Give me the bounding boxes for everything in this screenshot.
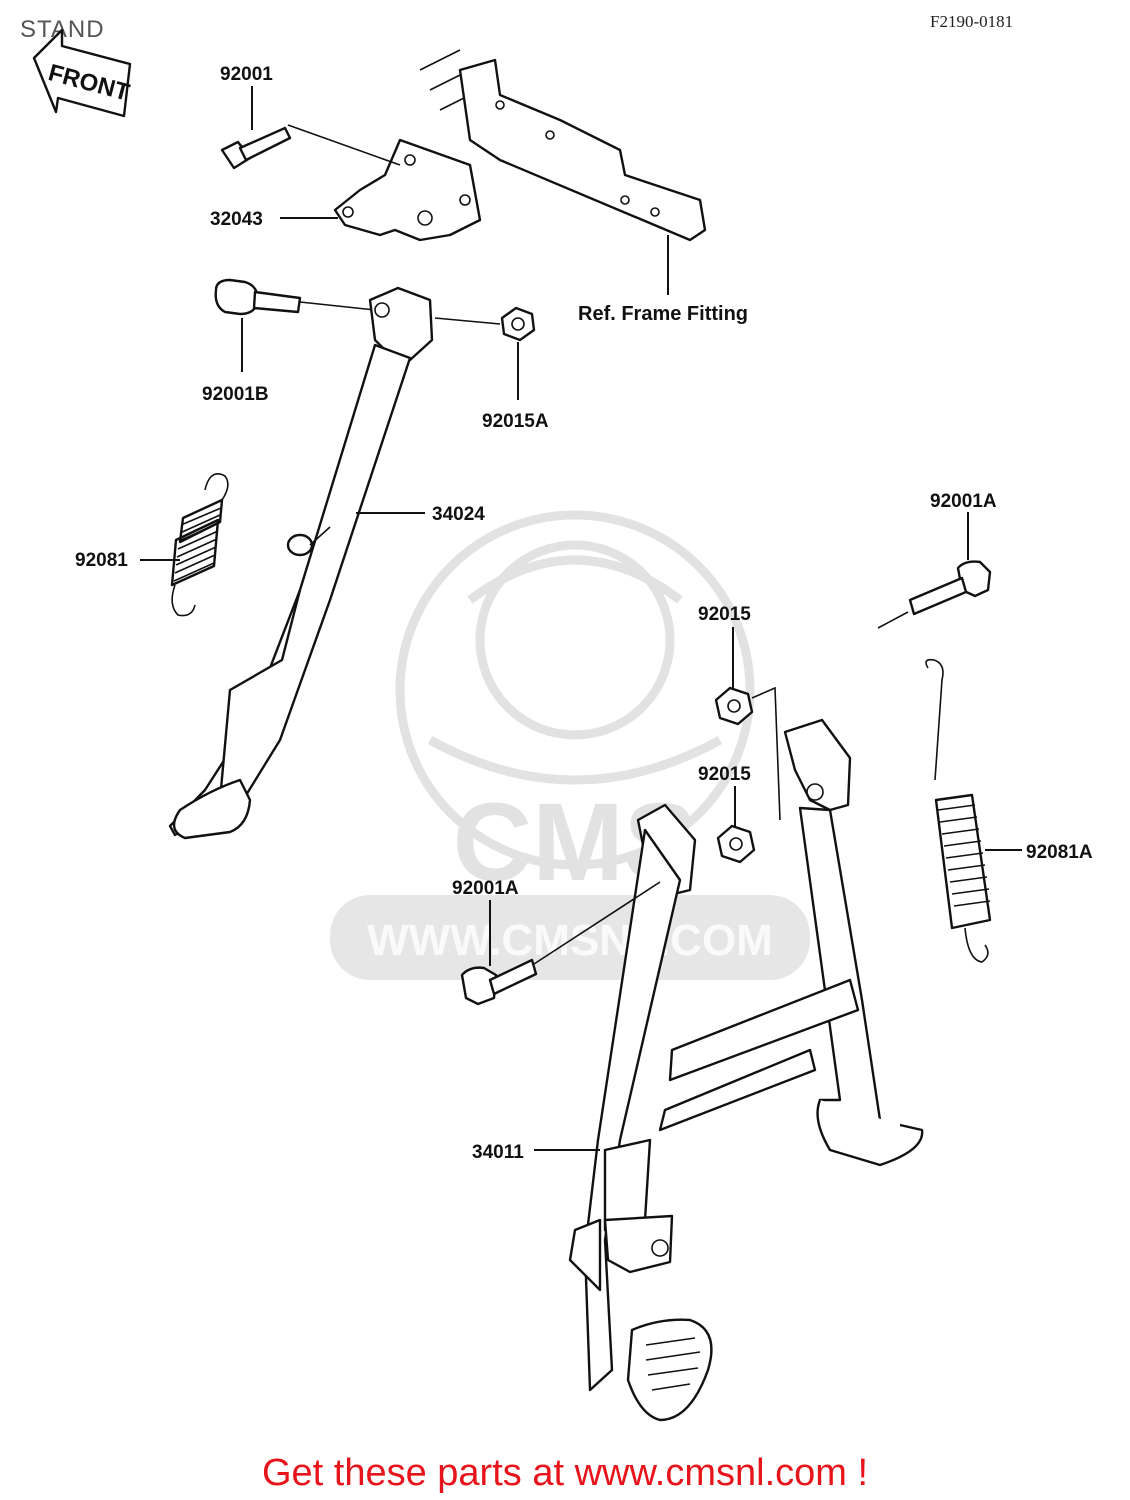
nut-part-92015-upper	[714, 686, 781, 821]
part-label-34011[interactable]: 34011	[472, 1142, 524, 1163]
part-label-92015A[interactable]: 92015A	[482, 411, 549, 432]
spring-part-92081	[170, 473, 229, 617]
part-label-92001B[interactable]: 92001B	[202, 384, 269, 405]
part-label-92015-lower[interactable]: 92015	[698, 764, 751, 785]
part-label-92015-upper[interactable]: 92015	[698, 604, 751, 625]
front-direction-arrow: FRONT	[32, 28, 133, 118]
figure-code: F2190-0181	[930, 12, 1014, 31]
exploded-parts-diagram: CMS WWW.CMSNL.COM FRONT Ref. Frame Fitti…	[32, 28, 1093, 1422]
bolt-part-92001B	[214, 278, 376, 316]
part-label-92081A[interactable]: 92081A	[1026, 842, 1093, 863]
part-label-92001A-right[interactable]: 92001A	[930, 491, 997, 512]
frame-fitting-part	[419, 49, 707, 295]
nut-part-92015-lower	[716, 824, 756, 864]
part-label-92001A-left[interactable]: 92001A	[452, 878, 519, 899]
bolt-part-92001A-right	[877, 560, 992, 629]
center-stand-part-34011	[460, 718, 924, 1422]
spring-part-92081A	[925, 658, 992, 963]
part-label-34024[interactable]: 34024	[432, 504, 485, 525]
part-label-92001[interactable]: 92001	[220, 64, 273, 85]
part-label-92081[interactable]: 92081	[75, 550, 128, 571]
side-stand-part-34024	[168, 286, 434, 840]
nut-part-92015A	[434, 306, 536, 342]
cms-watermark: CMS WWW.CMSNL.COM	[330, 510, 810, 980]
ref-frame-fitting-label: Ref. Frame Fitting	[578, 303, 748, 325]
bolt-part-92001	[220, 124, 401, 170]
part-label-32043[interactable]: 32043	[210, 209, 263, 230]
bracket-part-32043	[333, 138, 482, 242]
footer-parts-link[interactable]: Get these parts at www.cmsnl.com !	[261, 1452, 869, 1494]
